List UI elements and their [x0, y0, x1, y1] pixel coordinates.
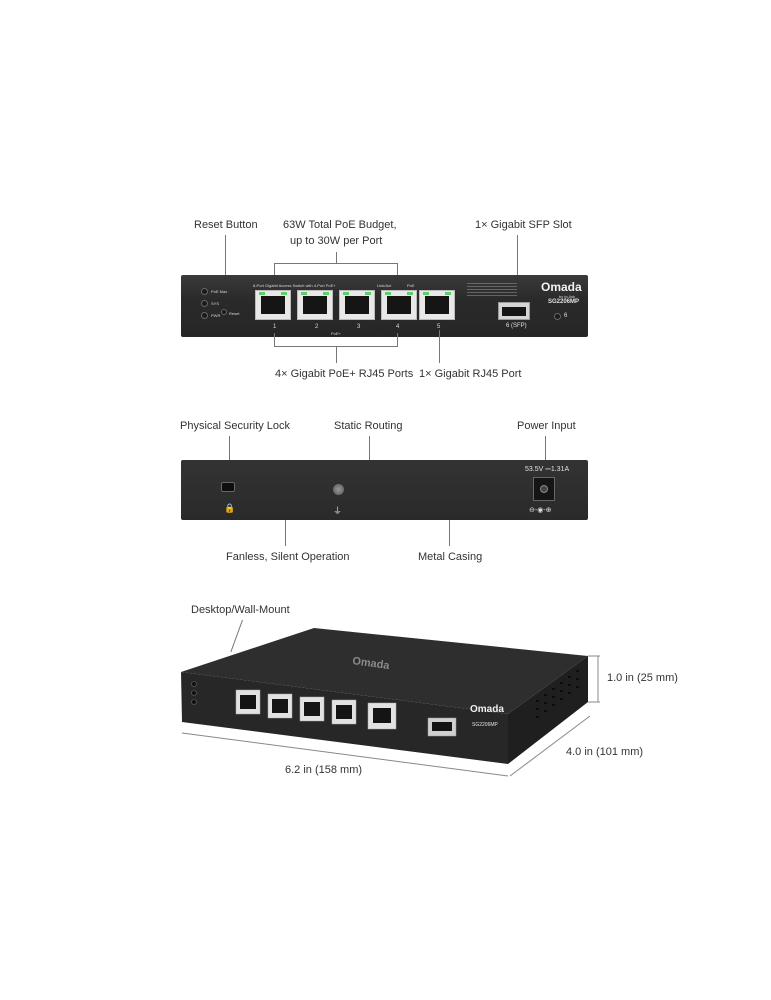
port-socket — [387, 296, 411, 314]
port-led — [323, 292, 329, 295]
3d-sfp-socket — [432, 722, 452, 731]
leader-reset — [225, 235, 226, 313]
reset-label: Reset — [229, 311, 240, 316]
leader-poe-ports — [336, 347, 337, 363]
jack-pin — [540, 485, 548, 493]
callout-desktop-wall: Desktop/Wall-Mount — [191, 604, 290, 616]
side-vents — [536, 670, 579, 718]
rear-panel: 🔒 ⏚ 53.5V ⎓1.31A ⊖-◉-⊕ — [181, 460, 588, 520]
ground-icon: ⏚ — [333, 506, 343, 516]
poe-label: PoE — [407, 283, 415, 288]
3d-model: SG2206MP — [472, 722, 499, 728]
sfp-socket — [502, 307, 526, 316]
leader-lock — [229, 436, 230, 481]
port-number-1: 1 — [273, 324, 277, 330]
callout-metal-casing: Metal Casing — [418, 551, 483, 563]
rj45-port-5[interactable] — [419, 290, 455, 320]
callout-poe-ports: 4× Gigabit PoE+ RJ45 Ports — [275, 368, 414, 380]
3d-brand: Omada — [470, 704, 504, 715]
port-number-3: 3 — [357, 324, 361, 330]
callout-height-dim: 1.0 in (25 mm) — [607, 672, 678, 684]
callout-sfp-slot: 1× Gigabit SFP Slot — [475, 219, 572, 231]
port-led — [365, 292, 371, 295]
front-face — [181, 672, 508, 764]
reset-pinhole[interactable] — [221, 309, 227, 315]
port-number-2: 2 — [315, 324, 319, 330]
rj45-port-2[interactable] — [297, 290, 333, 320]
callout-reset-button: Reset Button — [194, 219, 258, 231]
port-number-5: 5 — [437, 324, 441, 330]
3d-led-1 — [191, 681, 197, 687]
led-label-pwr: PWR — [211, 313, 221, 318]
leader-rj45 — [439, 330, 440, 363]
callout-fanless: Fanless, Silent Operation — [226, 551, 350, 563]
callout-rj45-port: 1× Gigabit RJ45 Port — [419, 368, 522, 380]
port-led — [407, 292, 413, 295]
port-led — [385, 292, 391, 295]
led-sys — [201, 300, 208, 307]
sfp-led — [554, 313, 561, 320]
lock-icon: 🔒 — [224, 503, 236, 513]
poe-plus-label: PoE+ — [331, 331, 341, 336]
sfp-led-label: 6 — [564, 313, 568, 319]
sfp-info-text — [467, 283, 517, 297]
brand-logo: Omada — [541, 280, 582, 294]
port-socket — [425, 296, 449, 314]
leader-desktop — [230, 619, 243, 653]
front-header-text: 8-Port Gigabit Access Switch with 4-Port… — [253, 283, 336, 288]
sfp-slot[interactable] — [498, 302, 530, 320]
port-led — [423, 292, 429, 295]
bracket-poe-budget — [274, 263, 398, 277]
port-led — [259, 292, 265, 295]
port-led — [281, 292, 287, 295]
leader-fanless — [285, 520, 286, 546]
3d-sfp-slot — [427, 717, 457, 737]
rj45-port-4[interactable] — [381, 290, 417, 320]
rj45-port-3[interactable] — [339, 290, 375, 320]
callout-poe-budget-line2: up to 30W per Port — [290, 235, 383, 247]
security-lock-slot[interactable] — [221, 482, 235, 492]
sfp-label: 6 (SFP) — [506, 323, 527, 329]
callout-poe-budget-line1: 63W Total PoE Budget, — [283, 219, 397, 231]
led-pwr — [201, 312, 208, 319]
ground-screw — [333, 484, 344, 495]
callout-security-lock: Physical Security Lock — [180, 420, 291, 432]
3d-port-sockets — [240, 695, 391, 723]
led-poe-max — [201, 288, 208, 295]
callout-power-input: Power Input — [517, 420, 576, 432]
callout-static-routing: Static Routing — [334, 420, 403, 432]
rj45-port-1[interactable] — [255, 290, 291, 320]
3d-ports — [235, 689, 397, 730]
dc-power-jack[interactable] — [533, 477, 555, 501]
callout-width-dim: 6.2 in (158 mm) — [285, 764, 363, 776]
leader-power — [545, 436, 546, 476]
brand-sub: by tp-link — [559, 294, 576, 299]
leader-poe-budget — [336, 252, 337, 263]
port-socket — [345, 296, 369, 314]
port-led — [301, 292, 307, 295]
top-surface — [181, 628, 588, 714]
power-rating: 53.5V ⎓1.31A — [525, 466, 570, 473]
polarity-icon: ⊖-◉-⊕ — [529, 507, 552, 514]
leader-sfp — [517, 235, 518, 293]
leader-routing — [369, 436, 370, 460]
led-label-sys: SYS — [211, 301, 220, 306]
callout-depth-dim: 4.0 in (101 mm) — [566, 746, 644, 758]
port-led — [343, 292, 349, 295]
led-label-poe-max: PoE Max — [211, 289, 228, 294]
port-socket — [261, 296, 285, 314]
top-logo: Omada — [352, 655, 391, 672]
leader-metal — [449, 520, 450, 546]
3d-led-3 — [191, 699, 197, 705]
port-led — [445, 292, 451, 295]
port-socket — [303, 296, 327, 314]
3d-led-2 — [191, 690, 197, 696]
front-panel: PoE Max SYS PWR Reset 8-Port Gigabit Acc… — [181, 275, 588, 337]
link-act-label: Link/Act — [377, 283, 392, 288]
bracket-poe-ports — [274, 333, 398, 347]
port-number-4: 4 — [396, 324, 400, 330]
model-name: SG2206MP — [548, 299, 580, 305]
